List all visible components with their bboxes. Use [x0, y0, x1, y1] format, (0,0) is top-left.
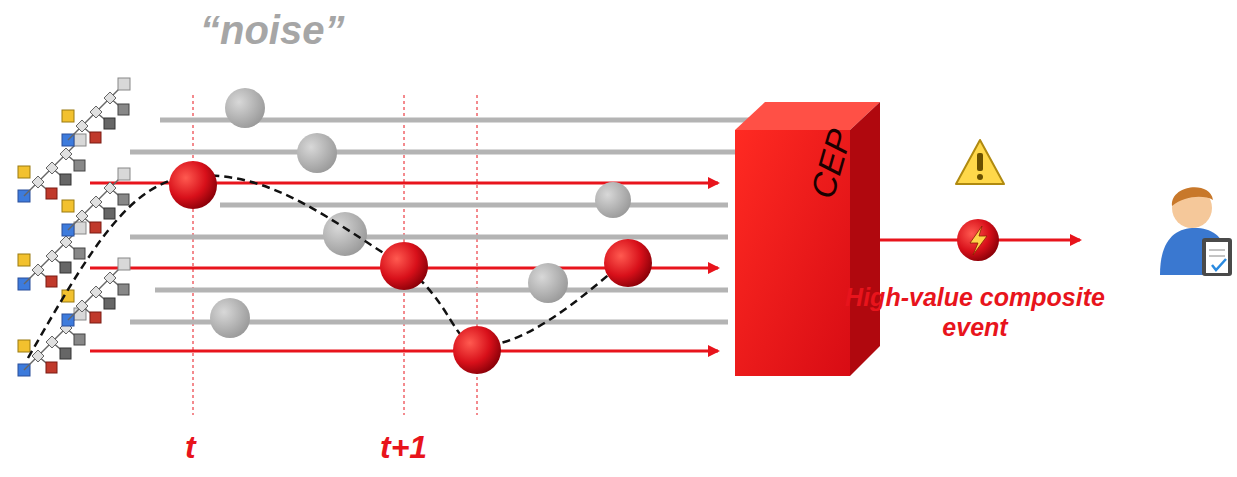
time-label: t	[185, 428, 196, 466]
time-label: t+1	[380, 428, 427, 466]
cep-engine-box: CEP	[733, 100, 883, 378]
output-label: High-value composite event	[830, 282, 1120, 342]
noise-label: “noise”	[200, 6, 344, 54]
box-3d-shape	[733, 100, 883, 378]
